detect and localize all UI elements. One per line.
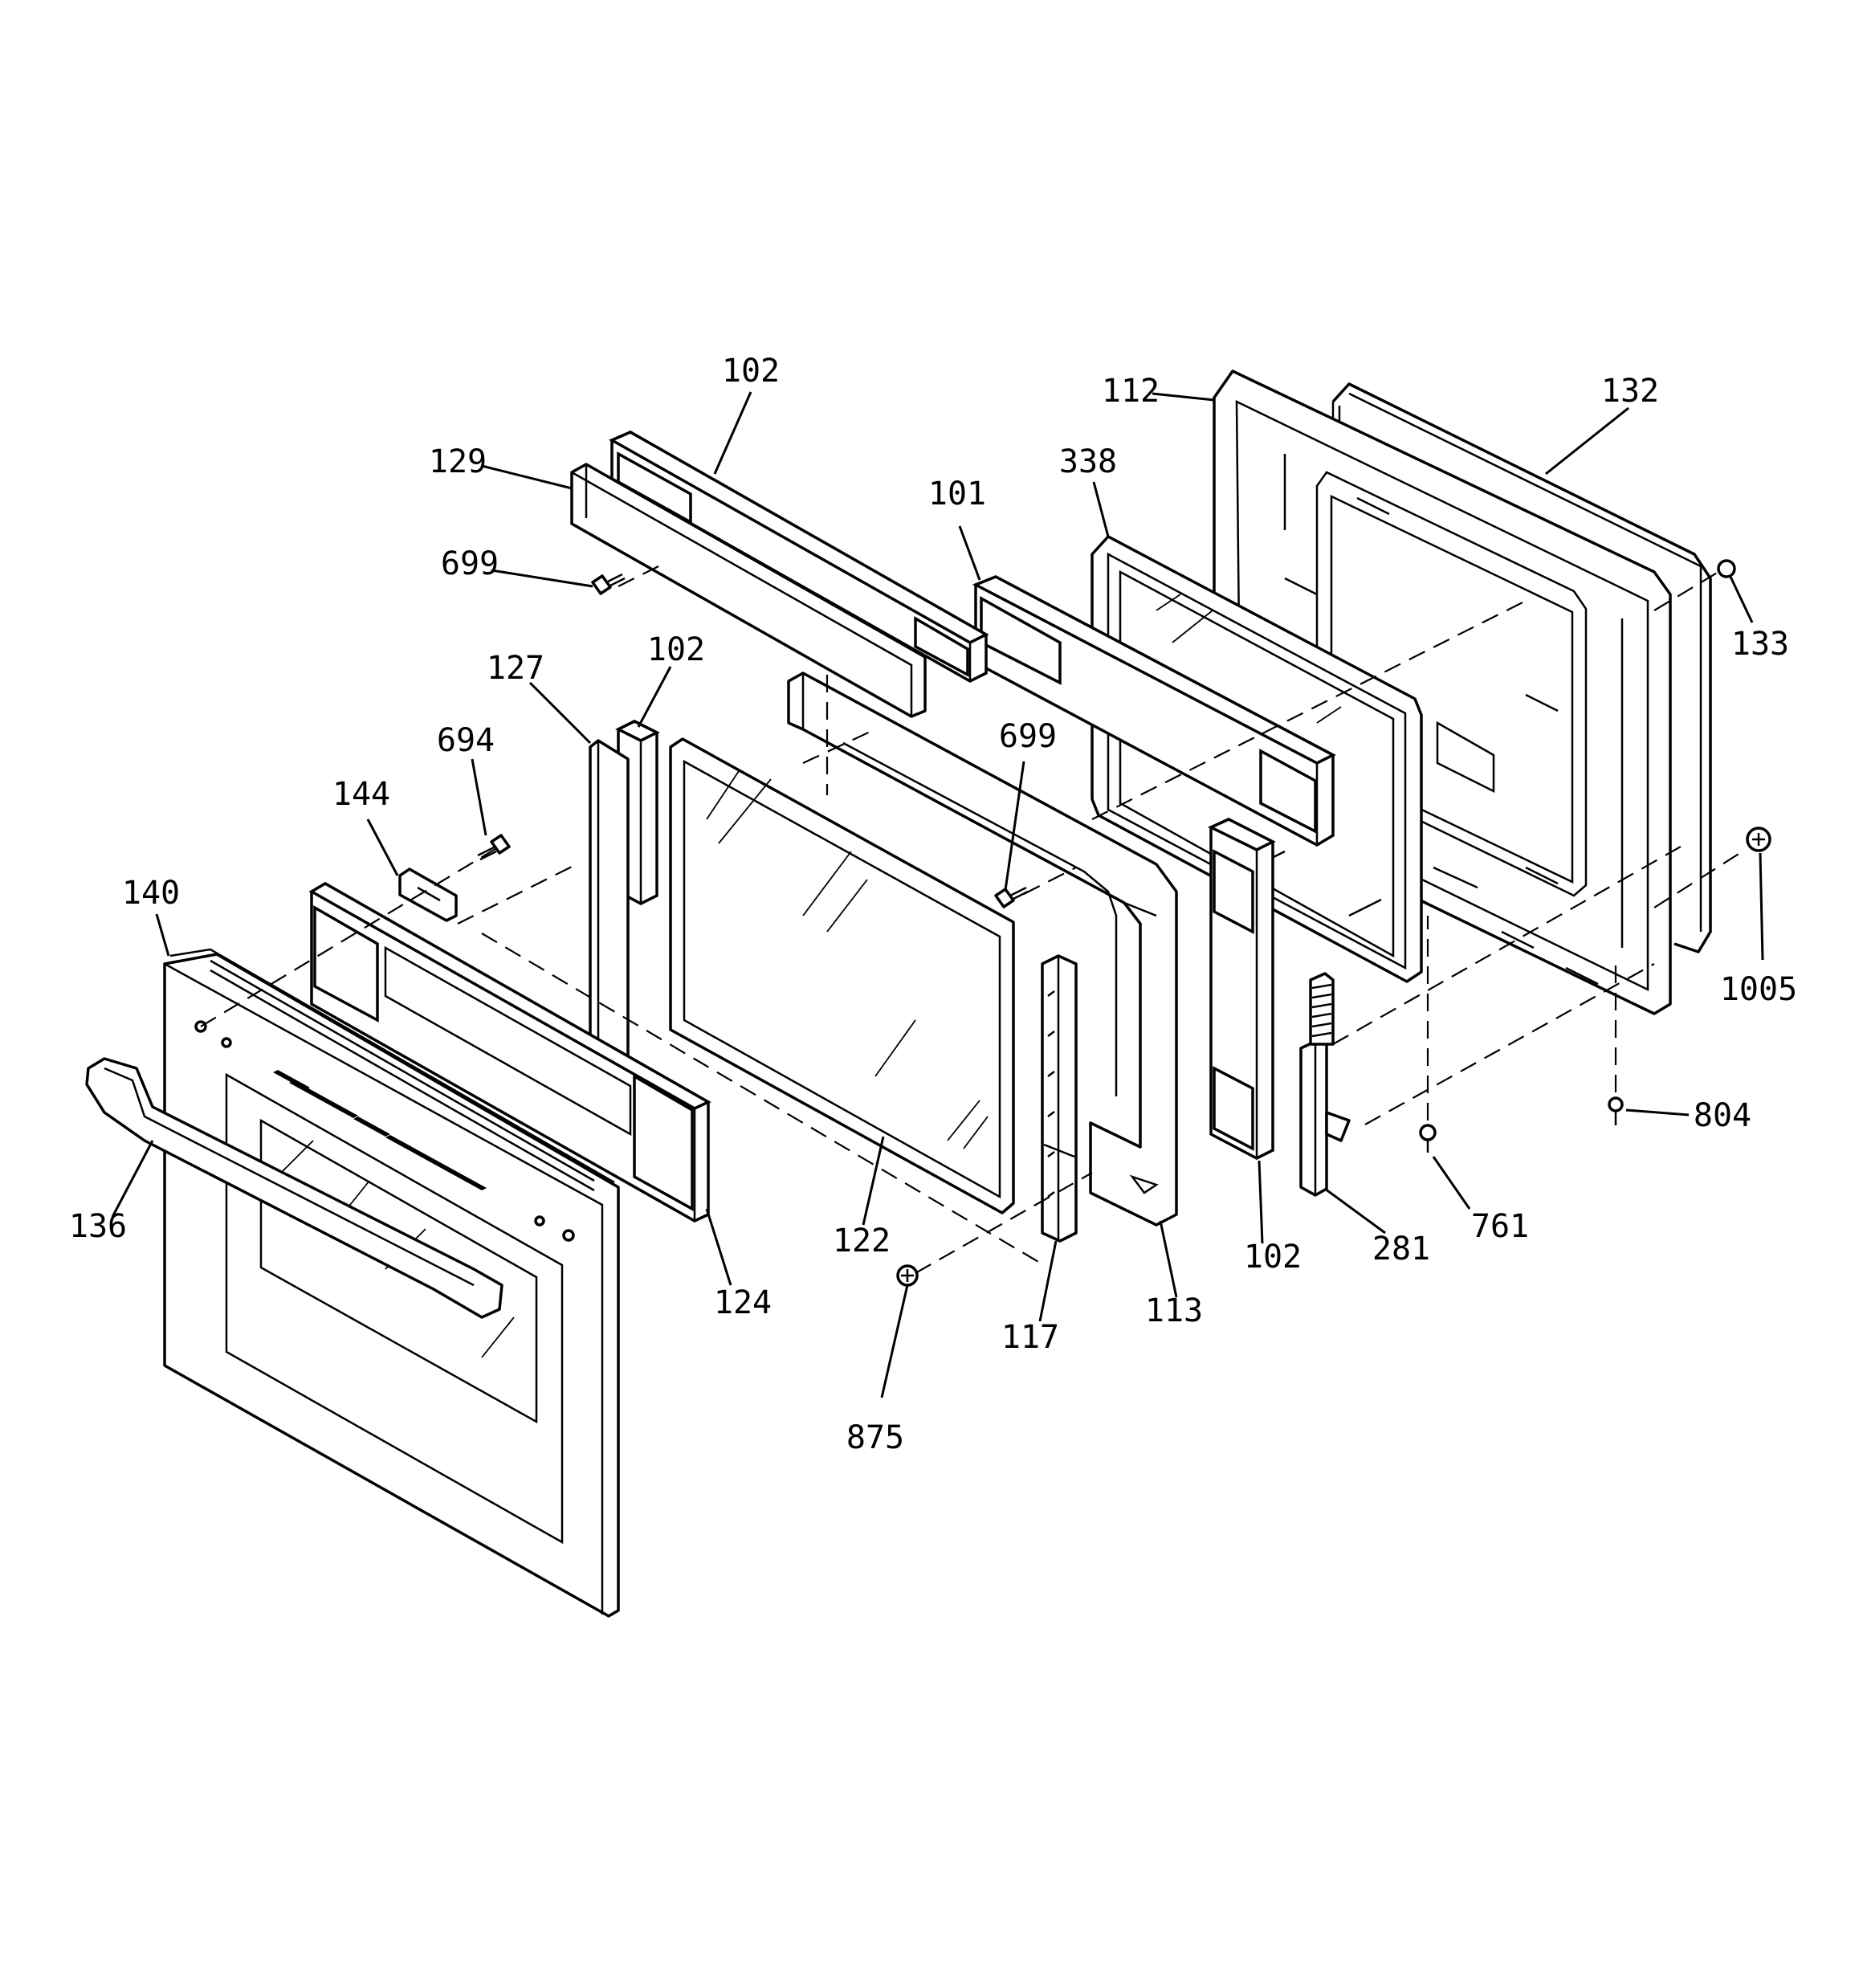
callout-699-mid: 699 xyxy=(999,718,1057,755)
callout-102-right: 102 xyxy=(1244,1239,1302,1276)
callout-112: 112 xyxy=(1102,373,1160,410)
screw-133 xyxy=(1717,559,1736,578)
callout-144: 144 xyxy=(332,776,390,813)
callout-136: 136 xyxy=(69,1208,127,1245)
part-101-insulation xyxy=(972,575,1336,847)
part-113-door-frame xyxy=(787,672,1178,1227)
callout-140: 140 xyxy=(122,875,180,912)
callout-133: 133 xyxy=(1731,626,1789,663)
assembly-guide-lines xyxy=(200,561,1743,1274)
callout-1005: 1005 xyxy=(1720,971,1797,1008)
callout-281: 281 xyxy=(1372,1231,1430,1268)
callout-101: 101 xyxy=(928,476,986,512)
part-102-top-insulation-strip xyxy=(609,431,989,683)
callout-122: 122 xyxy=(833,1223,891,1259)
callout-127: 127 xyxy=(487,650,544,687)
screw-699-mid xyxy=(994,886,1029,908)
screw-804 xyxy=(1608,1096,1624,1125)
callout-labels: 102 129 699 127 102 694 144 140 136 124 … xyxy=(69,353,1797,1456)
callout-875: 875 xyxy=(846,1419,904,1456)
callout-694: 694 xyxy=(437,722,495,759)
part-127-side-trim xyxy=(589,739,630,1070)
part-140-outer-door-panel xyxy=(163,948,620,1618)
part-117-hinge-channel xyxy=(1041,954,1078,1243)
screw-761 xyxy=(1419,1124,1437,1153)
callout-761: 761 xyxy=(1471,1208,1529,1245)
callout-102-left: 102 xyxy=(647,631,705,668)
part-122-main-glass xyxy=(669,737,1015,1214)
callout-113: 113 xyxy=(1145,1292,1203,1329)
callout-102-top: 102 xyxy=(722,353,780,390)
screw-875 xyxy=(896,1264,919,1287)
screw-694 xyxy=(477,834,511,861)
part-129-top-trim xyxy=(570,463,927,718)
callout-338: 338 xyxy=(1059,443,1117,480)
callout-132: 132 xyxy=(1601,373,1659,410)
callout-699-top: 699 xyxy=(441,545,499,582)
callout-leaders xyxy=(111,391,1764,1398)
callout-129: 129 xyxy=(429,443,487,480)
part-136-door-handle xyxy=(85,1057,503,1319)
callout-124: 124 xyxy=(714,1284,772,1321)
screw-699-top xyxy=(591,573,626,595)
callout-804: 804 xyxy=(1694,1097,1751,1134)
part-281-hinge xyxy=(1299,972,1351,1197)
part-144-badge xyxy=(398,867,458,922)
screw-1005 xyxy=(1746,827,1771,852)
callout-117: 117 xyxy=(1001,1319,1059,1356)
part-102-right-insulation-strip xyxy=(1207,818,1276,1160)
